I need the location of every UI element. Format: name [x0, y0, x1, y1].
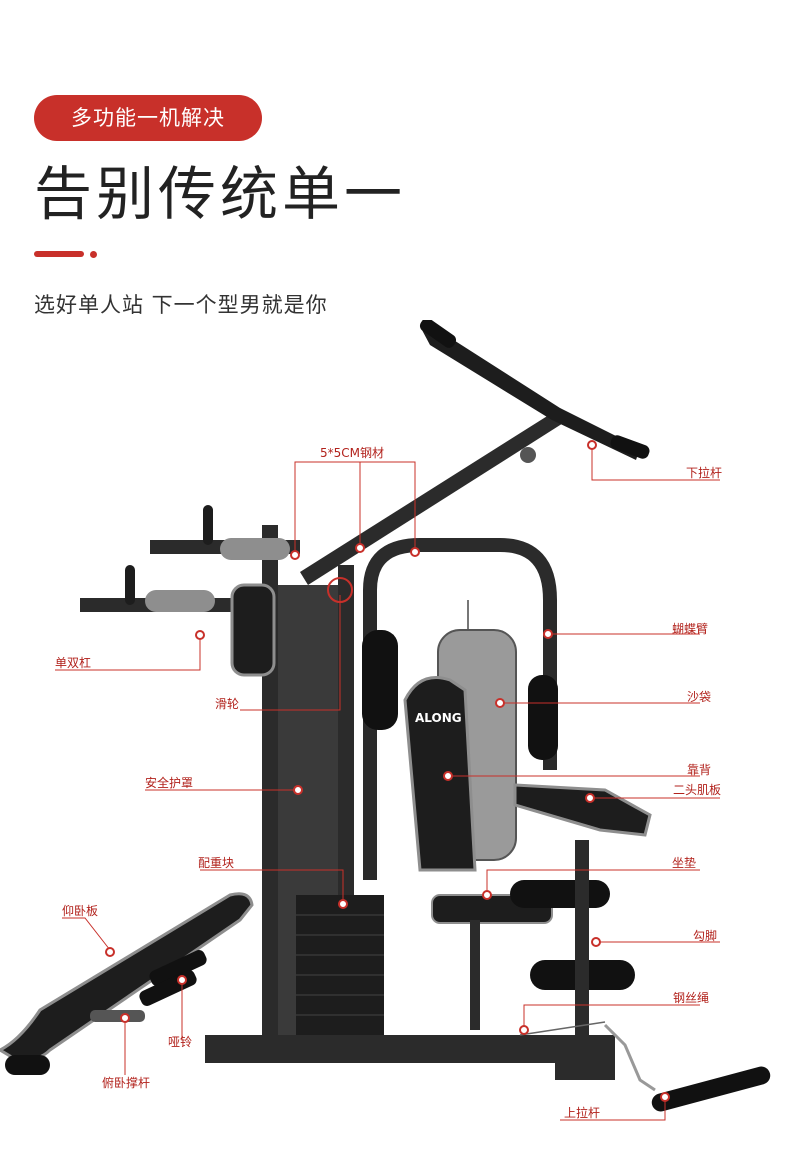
lat-grip-right [610, 435, 650, 459]
label-bicep: 二头肌板 [673, 783, 722, 797]
dip-pad-mid [145, 590, 215, 612]
label-pulley: 滑轮 [215, 697, 240, 711]
lat-pulldown-bar [422, 330, 640, 460]
butterfly-frame [363, 538, 557, 880]
steel-cable [519, 1021, 606, 1036]
callout-dots [105, 440, 670, 1102]
dip-handle-2 [125, 565, 135, 605]
label-sandbag: 沙袋 [687, 690, 712, 704]
top-pulley [520, 447, 536, 463]
feature-badge: 多功能一机解决 [34, 95, 262, 141]
backrest-pad [403, 676, 477, 872]
label-guard: 安全护罩 [145, 776, 194, 790]
lat-grip-left [419, 320, 457, 348]
dip-handle-1 [203, 505, 213, 545]
top-beam [300, 408, 568, 585]
pushup-bar [90, 1010, 145, 1022]
seat-post [470, 920, 480, 1030]
label-butterfly: 蝴蝶臂 [672, 622, 709, 636]
label-situp: 仰卧板 [62, 904, 99, 918]
page-subtitle: 选好单人站 下一个型男就是你 [34, 293, 328, 317]
bicep-board [513, 783, 652, 837]
base-frame [205, 1035, 615, 1063]
label-seat: 坐垫 [672, 856, 697, 870]
label-weights: 配重块 [198, 856, 235, 870]
home-gym-illustration: ALONG [0, 320, 771, 1121]
dip-pad-top [220, 538, 290, 560]
low-pull-bar [651, 1066, 771, 1112]
label-steel: 5*5CM钢材 [320, 446, 385, 460]
weight-stack [296, 895, 384, 1035]
label-dip-bars: 单双杠 [55, 656, 92, 670]
butterfly-pad-right [528, 675, 558, 760]
accent-dot [90, 251, 97, 258]
situp-foot-roller [5, 1055, 50, 1075]
label-low-bar: 上拉杆 [564, 1106, 601, 1120]
label-dumbbell: 哑铃 [168, 1035, 193, 1049]
label-lat-bar: 下拉杆 [686, 466, 723, 480]
base-foot [555, 1040, 615, 1080]
weight-stack-lines [296, 914, 384, 1016]
leg-post [575, 840, 589, 1035]
label-backrest: 靠背 [687, 763, 712, 777]
label-pushup: 俯卧撑杆 [102, 1076, 151, 1090]
brand-logo: ALONG [415, 711, 462, 725]
callout-lines [55, 445, 720, 1121]
low-bar-chain [603, 1023, 656, 1092]
foot-roller-upper [510, 880, 610, 908]
accent-dash [34, 251, 84, 257]
page-title: 告别传统单一 [34, 160, 407, 228]
back-pad-tower [230, 583, 276, 677]
label-foot: 勾脚 [693, 929, 718, 943]
dumbbell-1 [149, 950, 207, 986]
butterfly-pad-left [362, 630, 398, 730]
label-cable: 钢丝绳 [673, 991, 710, 1005]
